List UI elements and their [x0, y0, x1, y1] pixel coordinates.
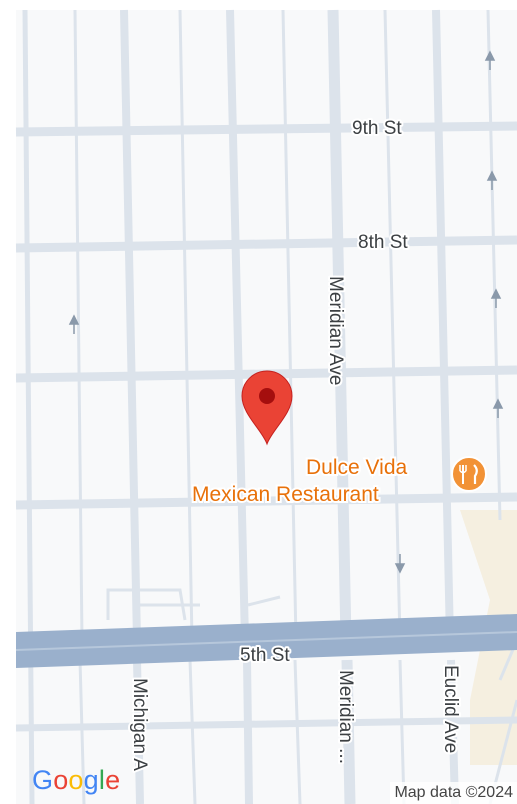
- label-meridian-ave: Meridian Ave: [325, 276, 346, 386]
- logo-letter: g: [83, 765, 99, 795]
- one-way-arrows: [68, 50, 504, 574]
- poi-name-line1: Dulce Vida: [306, 456, 407, 479]
- location-pin-icon[interactable]: [241, 370, 293, 446]
- label-8th-st: 8th St: [358, 232, 408, 253]
- map-left-border: [0, 0, 16, 804]
- minor-streets: [15, 9, 517, 804]
- label-5th-st: 5th St: [240, 645, 290, 666]
- map-top-border: [0, 0, 517, 10]
- label-euclid-ave: Euclid Ave: [440, 665, 461, 753]
- label-9th-st: 9th St: [352, 118, 402, 139]
- poi-dulce-vida[interactable]: Dulce Vida Mexican Restaurant: [190, 454, 487, 508]
- logo-letter: o: [53, 765, 69, 795]
- logo-letter: o: [68, 765, 84, 795]
- google-logo: Google: [32, 765, 120, 796]
- logo-letter: e: [105, 765, 121, 795]
- label-meridian-lower: Meridian ...: [335, 670, 356, 764]
- label-michigan-ave: Michigan A: [129, 678, 150, 771]
- logo-letter: G: [32, 765, 54, 795]
- fifth-street-median: [15, 631, 517, 651]
- street-labels: 9th St 8th St 5th St Meridian Ave Meridi…: [127, 116, 463, 773]
- poi-name-line2: Mexican Restaurant: [192, 483, 379, 506]
- map-copyright[interactable]: Map data ©2024: [390, 782, 517, 804]
- restaurant-icon: [451, 456, 487, 492]
- logo-letter: l: [98, 765, 106, 795]
